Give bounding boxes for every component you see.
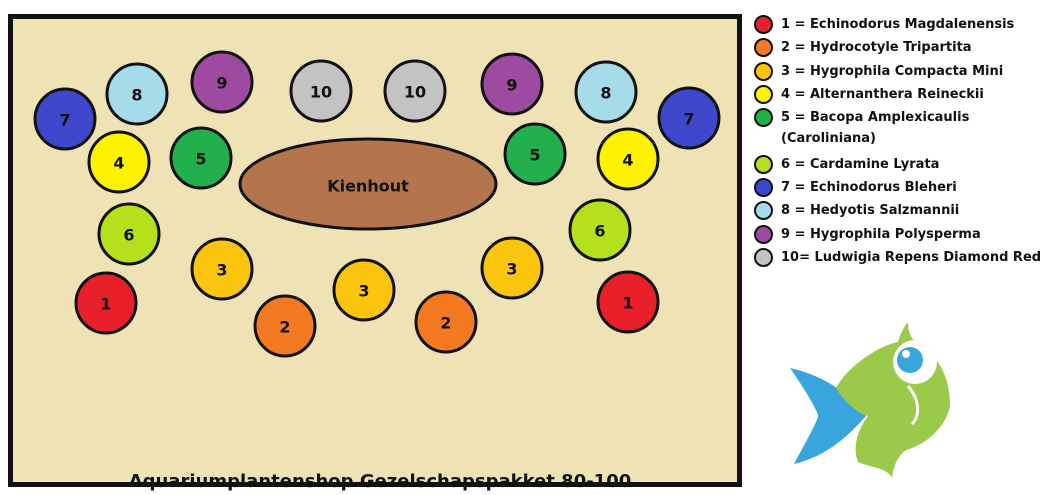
plant-spot-4	[87, 130, 151, 194]
plant-number-label: 3	[358, 282, 369, 301]
plant-number-label: 9	[506, 76, 517, 95]
plant-number-label: 10	[404, 83, 426, 102]
plant-number-label: 5	[529, 146, 540, 165]
plant-spot-9	[480, 52, 544, 116]
plant-number-label: 8	[131, 86, 142, 105]
plant-spot-5	[169, 126, 233, 190]
legend-label: 8 = Hedyotis Salzmannii	[781, 203, 960, 219]
legend-item-2: 2 = Hydrocotyle Tripartita	[754, 37, 1050, 60]
plant-number-label: 10	[310, 83, 332, 102]
plant-spot-3	[190, 237, 254, 301]
legend-label: 10= Ludwigia Repens Diamond Red	[781, 249, 1042, 265]
plant-spot-7	[33, 87, 97, 151]
plant-spot-6	[97, 202, 161, 266]
legend-item-7: 7 = Echinodorus Bleheri	[754, 177, 1050, 200]
legend-swatch	[754, 154, 773, 174]
pack-caption: Aquariumplantenshop Gezelschapspakket 80…	[128, 471, 632, 492]
plant-spot-1	[596, 270, 660, 334]
plant-number-label: 2	[279, 318, 290, 337]
plant-number-label: 1	[100, 295, 111, 314]
legend-item-8: 8 = Hedyotis Salzmannii	[754, 200, 1050, 223]
legend-label: 4 = Alternanthera Reineckii	[781, 86, 984, 102]
legend-swatch	[754, 15, 773, 34]
fish-logo	[790, 322, 950, 478]
layout-diagram: Kienhout 7 8 9 10 10 9 8 7 4 5 5 4 6 6 3 3 3 1 2 2 1	[33, 50, 721, 358]
plant-number-label: 5	[195, 150, 206, 169]
plant-number-label: 4	[113, 154, 124, 173]
legend-item-6: 6 = Cardamine Lyrata	[754, 154, 1050, 177]
plant-spot-2	[414, 290, 478, 354]
legend-item-10: 10= Ludwigia Repens Diamond Red	[754, 247, 1050, 270]
plant-number-label: 3	[506, 260, 517, 279]
legend-swatch	[754, 201, 773, 221]
plant-number-label: 4	[622, 151, 633, 170]
plant-spot-3	[480, 236, 544, 300]
legend-swatch	[754, 247, 773, 267]
kienhout-label: Kienhout	[327, 177, 409, 196]
kienhout-driftwood	[238, 137, 498, 231]
legend-swatch	[754, 224, 773, 244]
legend-label: 5 = Bacopa Amplexicaulis (Caroliniana)	[781, 110, 970, 147]
legend-label: 3 = Hygrophila Compacta Mini	[781, 63, 1004, 79]
plant-number-label: 7	[683, 110, 694, 129]
legend-item-1: 1 = Echinodorus Magdalenensis	[754, 14, 1050, 37]
plant-spot-6	[568, 198, 632, 262]
plant-spot-9	[190, 50, 254, 114]
legend-swatch	[754, 108, 773, 128]
legend-swatch	[754, 178, 773, 198]
plant-number-label: 6	[123, 226, 134, 245]
legend-label: 9 = Hygrophila Polysperma	[781, 226, 981, 242]
legend-label: 6 = Cardamine Lyrata	[781, 156, 940, 172]
plant-legend: 1 = Echinodorus Magdalenensis 2 = Hydroco…	[754, 14, 1050, 270]
aquarium-layout: Kienhout 7 8 9 10 10 9 8 7 4 5 5 4 6 6 3 3 3 1 2 2 1 Aquariu…	[8, 14, 742, 492]
plant-number-label: 6	[594, 222, 605, 241]
plant-number-label: 1	[622, 294, 633, 313]
plant-spot-1	[74, 271, 138, 335]
legend-label: 1 = Echinodorus Magdalenensis	[781, 17, 1015, 32]
legend-swatch	[754, 38, 773, 58]
legend-swatch	[754, 84, 773, 104]
legend-item-4: 4 = Alternanthera Reineckii	[754, 84, 1050, 107]
plant-spot-7	[657, 86, 721, 150]
plant-number-label: 7	[59, 111, 70, 130]
legend-item-5: 5 = Bacopa Amplexicaulis (Caroliniana)	[754, 107, 1050, 154]
plant-spot-2	[253, 294, 317, 358]
plant-spot-5	[503, 122, 567, 186]
plant-number-label: 8	[600, 84, 611, 103]
plant-spot-10	[383, 59, 447, 123]
plant-spot-8	[574, 60, 638, 124]
plant-number-label: 2	[440, 314, 451, 333]
legend-label: 2 = Hydrocotyle Tripartita	[781, 40, 972, 56]
legend-label: 7 = Echinodorus Bleheri	[781, 180, 957, 196]
plant-spot-10	[289, 59, 353, 123]
legend-swatch	[754, 61, 773, 81]
legend-item-3: 3 = Hygrophila Compacta Mini	[754, 61, 1050, 84]
plant-spot-4	[596, 127, 660, 191]
plant-number-label: 3	[216, 261, 227, 280]
plant-spot-8	[105, 62, 169, 126]
plant-spot-3	[332, 258, 396, 322]
plant-number-label: 9	[216, 74, 227, 93]
legend-item-9: 9 = Hygrophila Polysperma	[754, 224, 1050, 247]
